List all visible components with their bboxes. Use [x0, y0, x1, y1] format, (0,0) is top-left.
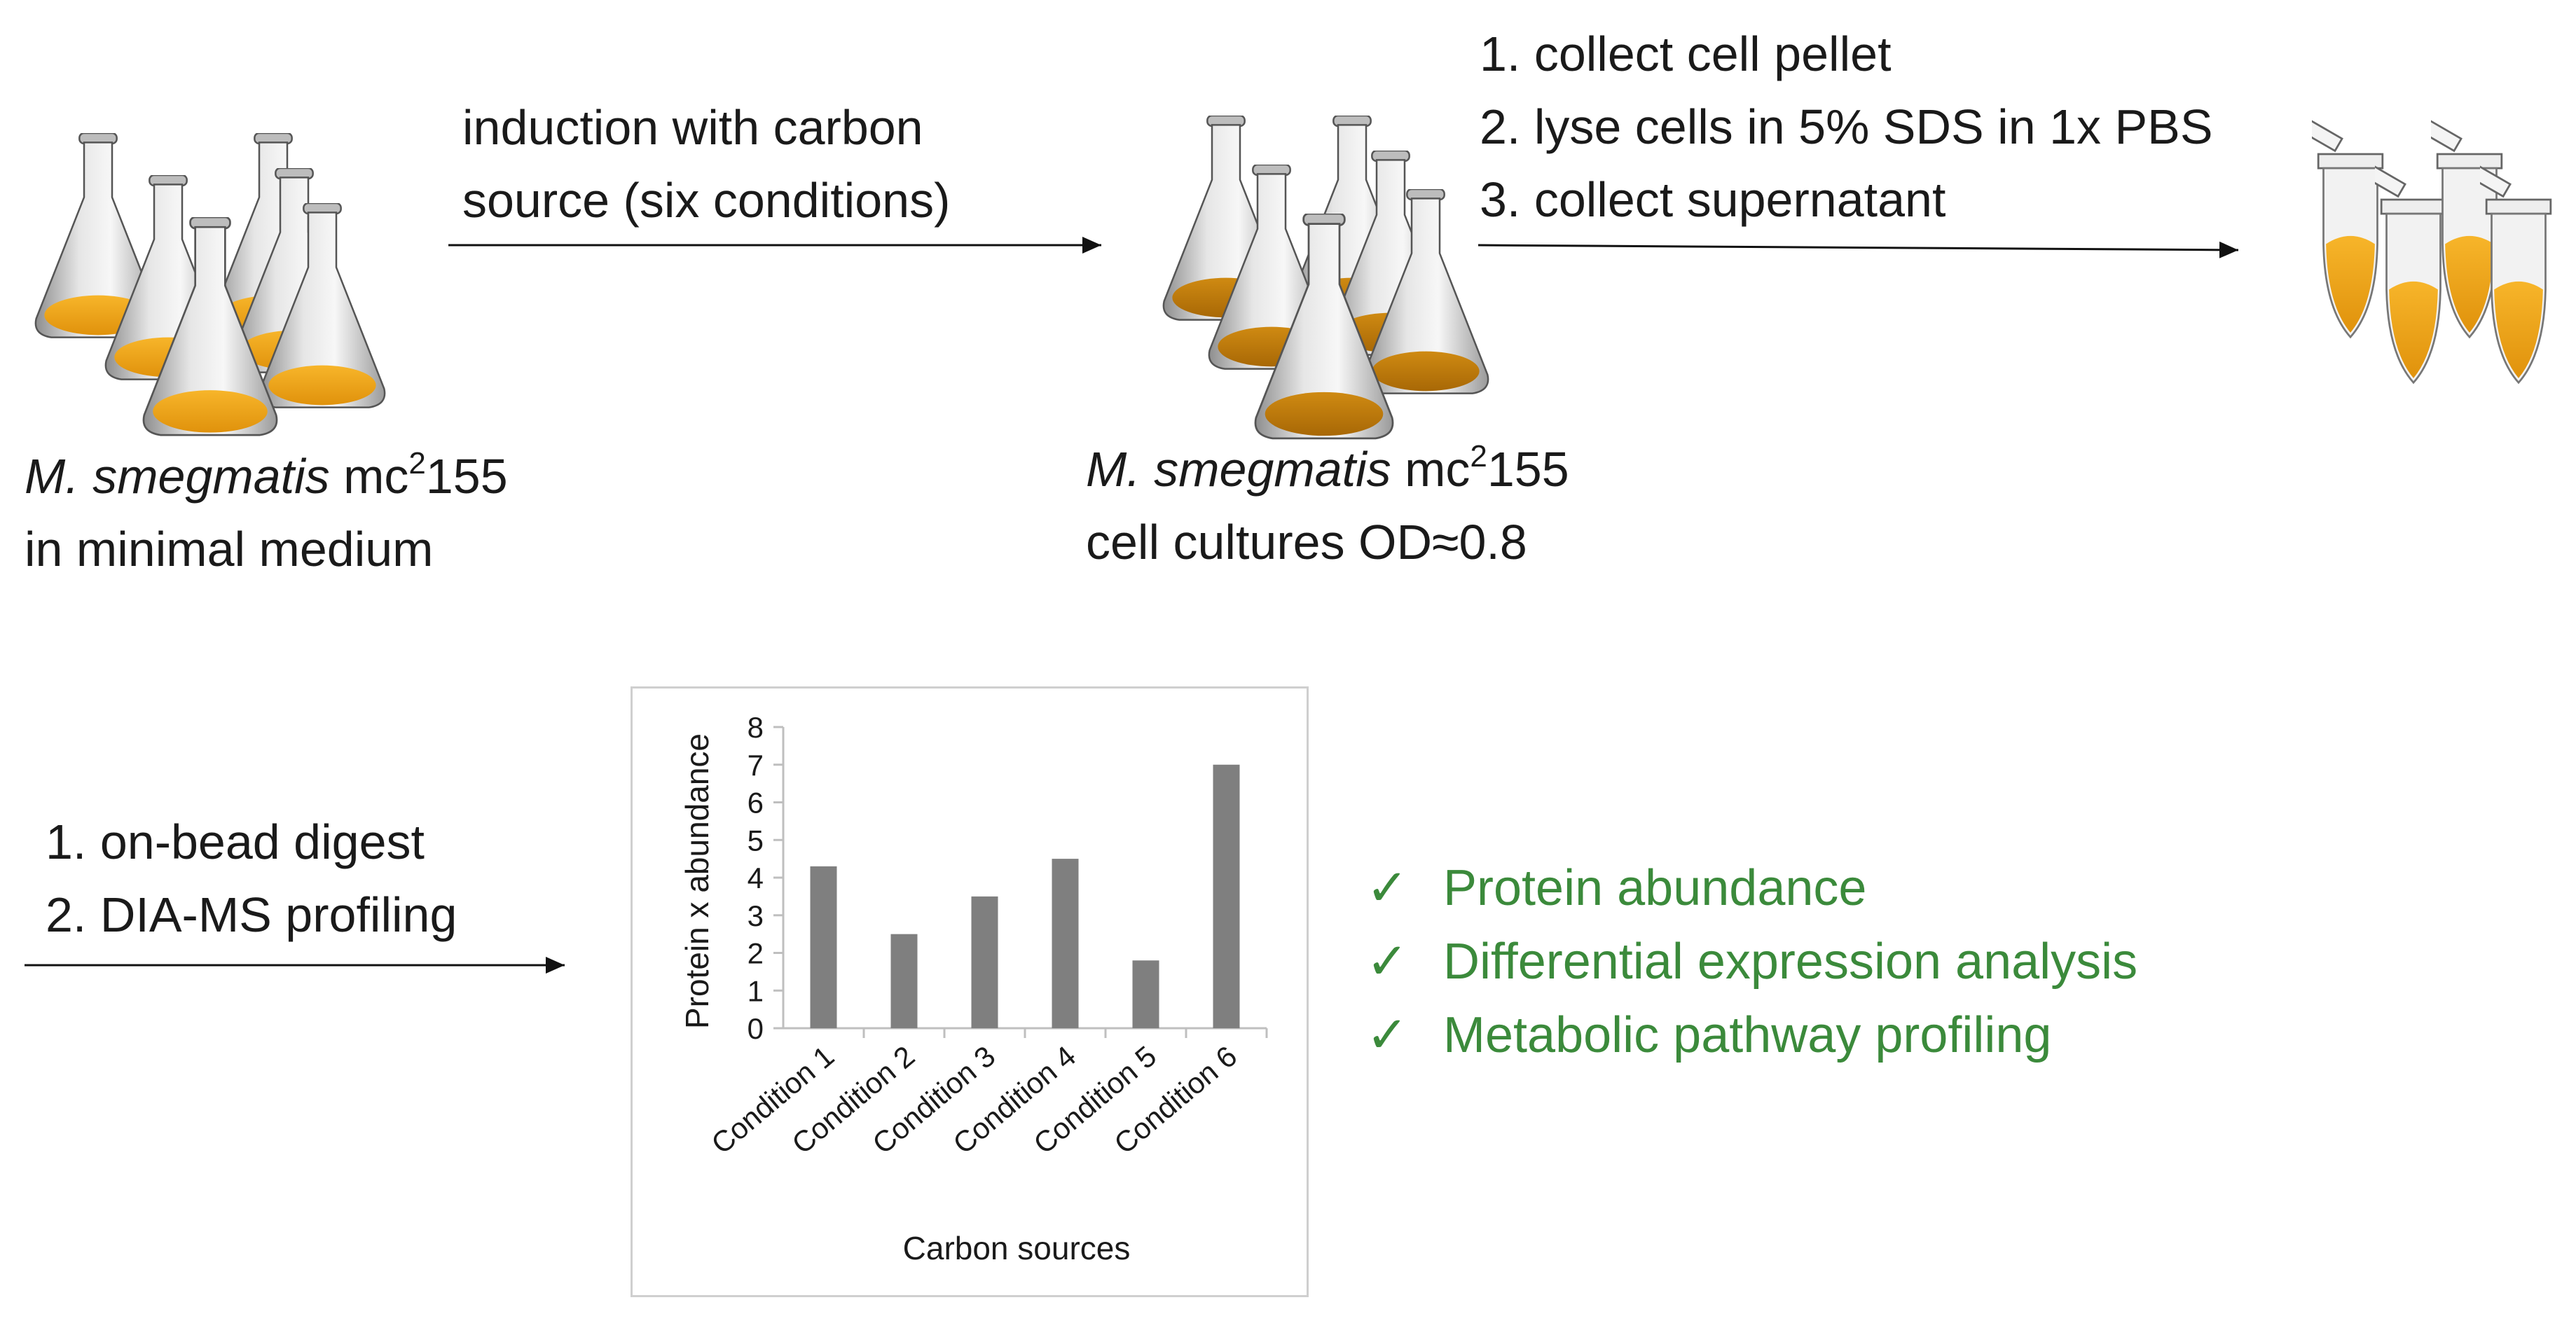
- profiling-steps-text: 1. on-bead digest 2. DIA-MS profiling: [46, 815, 457, 942]
- y-tick-label: 5: [748, 824, 764, 857]
- bar: [1213, 764, 1240, 1028]
- x-axis-title: Carbon sources: [903, 1230, 1131, 1266]
- induction-text: induction with carbon source (six condit…: [462, 100, 951, 228]
- outcome-item: ✓Protein abundance: [1366, 858, 1866, 917]
- y-tick-label: 1: [748, 974, 764, 1007]
- y-tick-label: 4: [748, 862, 764, 894]
- arrow-lysis: [1478, 241, 2239, 258]
- y-tick-label: 2: [748, 937, 764, 970]
- bar: [1132, 960, 1159, 1028]
- lysis-steps-text: 1. collect cell pellet 2. lyse cells in …: [1480, 27, 2213, 227]
- flask-group-cultures: [1162, 116, 1489, 440]
- y-tick-label: 3: [748, 899, 764, 932]
- y-tick-label: 6: [748, 787, 764, 819]
- outcome-item: ✓Differential expression analysis: [1366, 932, 2137, 990]
- flask-group-start: [34, 133, 386, 436]
- bar: [890, 934, 918, 1028]
- bar: [971, 896, 998, 1028]
- cell-cultures-label: M. smegmatis mc2155 cell cultures OD≈0.8: [1086, 439, 1569, 570]
- check-icon: ✓: [1366, 860, 1409, 916]
- check-icon: ✓: [1366, 1007, 1409, 1063]
- outcome-item: ✓Metabolic pathway profiling: [1366, 1005, 2051, 1064]
- tube-group: [2312, 116, 2552, 384]
- check-icon: ✓: [1366, 934, 1409, 990]
- start-culture-label: M. smegmatis mc2155 in minimal medium: [25, 446, 508, 577]
- y-tick-label: 7: [748, 749, 764, 782]
- y-tick-label: 0: [748, 1012, 764, 1045]
- y-axis-title: Protein x abundance: [679, 733, 715, 1029]
- y-tick-label: 8: [748, 711, 764, 744]
- bar: [810, 866, 837, 1028]
- bar: [1052, 859, 1079, 1028]
